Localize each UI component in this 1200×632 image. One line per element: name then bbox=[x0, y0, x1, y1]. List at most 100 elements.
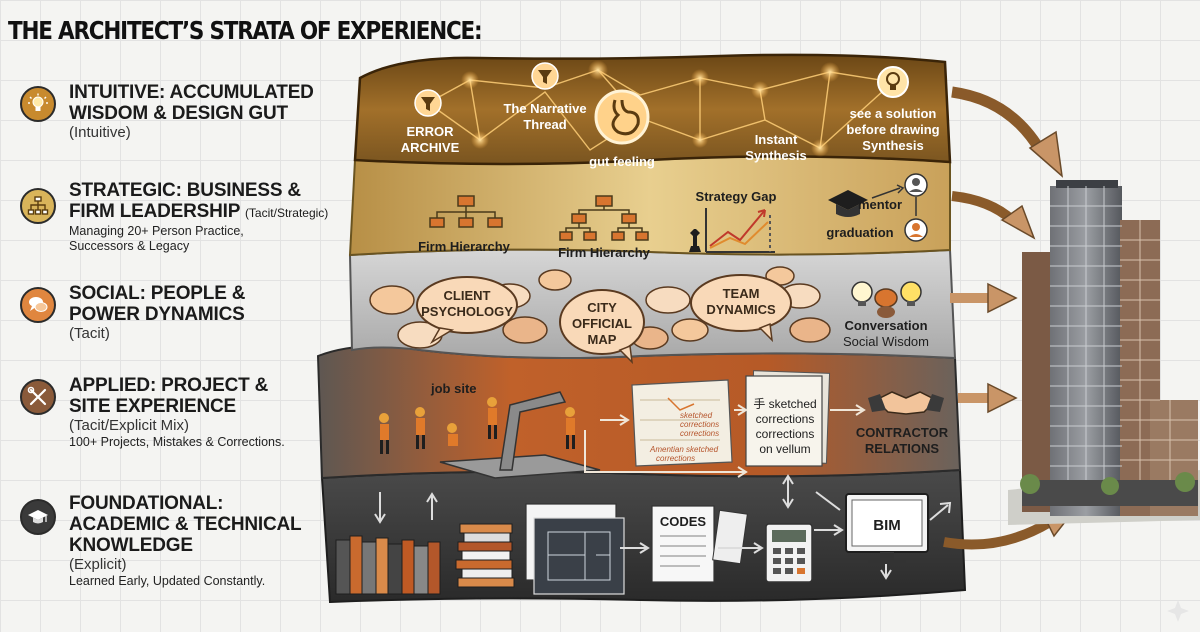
legend-desc: Successors & Legacy bbox=[69, 239, 190, 253]
foundation-flow-arrows bbox=[620, 491, 952, 554]
legend-heading-line: SOCIAL: PEOPLE & bbox=[69, 283, 246, 304]
legend-heading-line: APPLIED: PROJECT & bbox=[69, 375, 269, 396]
team-dynamics-label: TEAM bbox=[723, 286, 760, 301]
legend-heading-line: FOUNDATIONAL: bbox=[69, 493, 224, 514]
sparkle-icon bbox=[1167, 600, 1189, 622]
solution-label: Synthesis bbox=[862, 138, 923, 153]
conversation-label: Conversation bbox=[844, 318, 927, 333]
legend-heading-line: ACADEMIC & TECHNICAL bbox=[69, 514, 302, 535]
org-chart-icon bbox=[20, 188, 56, 224]
city-official-map-label: OFFICIAL bbox=[572, 316, 632, 331]
layer-intuitive bbox=[353, 53, 952, 166]
bim-label: BIM bbox=[873, 517, 901, 534]
org-chart-icon bbox=[559, 195, 649, 241]
book-stack-icon bbox=[455, 523, 515, 588]
firm-hierarchy-label: Firm Hierarchy bbox=[558, 245, 651, 260]
calculator-icon bbox=[765, 523, 813, 583]
legend-text-strategic: STRATEGIC: BUSINESS &FIRM LEADERSHIP (Ta… bbox=[69, 180, 379, 254]
speech-bubbles-icon bbox=[20, 287, 56, 323]
legend-type: (Tacit) bbox=[69, 325, 110, 342]
vellum-label: corrections bbox=[756, 427, 815, 441]
firm-hierarchy-label: Firm Hierarchy bbox=[418, 239, 511, 254]
bim-monitor-icon bbox=[845, 493, 929, 564]
gut-feeling-label: gut feeling bbox=[589, 154, 655, 169]
arrow-intuitive bbox=[951, 86, 1064, 178]
client-psychology-label: PSYCHOLOGY bbox=[421, 304, 513, 319]
job-site-label: job site bbox=[430, 381, 477, 396]
instant-synthesis-label: Instant bbox=[755, 132, 798, 147]
arrow-social bbox=[950, 282, 1018, 314]
legend-heading-line: FIRM LEADERSHIP bbox=[69, 201, 240, 222]
narrative-thread-label: The Narrative bbox=[503, 101, 586, 116]
vellum-sheet-icon bbox=[745, 370, 831, 467]
team-dynamics-label: DYNAMICS bbox=[706, 302, 776, 317]
funnel-icon bbox=[531, 62, 559, 90]
funnel-icon bbox=[414, 89, 442, 117]
tools-icon bbox=[20, 379, 56, 415]
sketch-note-text: corrections bbox=[656, 454, 695, 463]
applied-flow-arrows bbox=[584, 404, 866, 478]
mentor-icon bbox=[871, 173, 928, 242]
error-archive-label: ERROR bbox=[407, 124, 455, 139]
legend-heading-line: STRATEGIC: BUSINESS & bbox=[69, 180, 301, 201]
tower-building-illustration bbox=[1008, 180, 1200, 525]
handshake-icon bbox=[868, 391, 944, 415]
speech-bubble-team bbox=[690, 274, 792, 343]
intuitive-glow-nodes bbox=[461, 60, 840, 157]
contractor-relations-label: CONTRACTOR bbox=[856, 425, 949, 440]
legend-type: (Tacit/Explicit Mix) bbox=[69, 417, 190, 434]
idea-bulbs-icon bbox=[851, 281, 922, 318]
instant-synthesis-label: Synthesis bbox=[745, 148, 806, 163]
sketch-note-icon bbox=[631, 379, 733, 467]
street-trees bbox=[1020, 472, 1195, 495]
sketch-note-text: corrections bbox=[680, 429, 719, 438]
codes-document-icon bbox=[651, 505, 748, 583]
legend-type: (Explicit) bbox=[69, 556, 127, 573]
vellum-label: corrections bbox=[756, 412, 815, 426]
legend-tag: (Tacit/Strategic) bbox=[244, 206, 329, 220]
city-official-map-label: CITY bbox=[587, 300, 617, 315]
legend-heading-line: INTUITIVE: ACCUMULATED bbox=[69, 82, 314, 103]
workers-group bbox=[379, 397, 575, 454]
graduation-cap-icon bbox=[828, 190, 868, 217]
solution-label: before drawing bbox=[846, 122, 939, 137]
legend-desc: 100+ Projects, Mistakes & Corrections. bbox=[69, 435, 285, 449]
speech-bubble-client bbox=[416, 276, 518, 345]
contractor-relations-label: RELATIONS bbox=[865, 441, 939, 456]
strategy-chart-icon bbox=[705, 208, 775, 253]
legend-heading-line: WISDOM & DESIGN GUT bbox=[69, 103, 288, 124]
blueprint-icon bbox=[525, 503, 625, 595]
sketch-note-text: Amentian sketched bbox=[649, 445, 719, 454]
legend-heading: APPLIED: PROJECT &SITE EXPERIENCE bbox=[69, 375, 369, 417]
speech-bubble-city bbox=[559, 289, 645, 365]
page-title: THE ARCHITECT’S STRATA OF EXPERIENCE: bbox=[8, 16, 483, 45]
lightbulb-icon bbox=[20, 86, 56, 122]
legend-heading-line: POWER DYNAMICS bbox=[69, 304, 245, 325]
mentor-label: mentor bbox=[858, 197, 902, 212]
legend-heading: STRATEGIC: BUSINESS &FIRM LEADERSHIP (Ta… bbox=[69, 180, 379, 224]
legend-heading: SOCIAL: PEOPLE &POWER DYNAMICS bbox=[69, 283, 369, 325]
city-official-map-label: MAP bbox=[588, 332, 617, 347]
error-archive-label: ARCHIVE bbox=[401, 140, 460, 155]
social-wisdom-label: Social Wisdom bbox=[843, 334, 929, 349]
legend-desc: Learned Early, Updated Constantly. bbox=[69, 574, 266, 588]
legend-text-social: SOCIAL: PEOPLE &POWER DYNAMICS (Tacit) bbox=[69, 283, 369, 343]
legend-heading-line: SITE EXPERIENCE bbox=[69, 396, 236, 417]
legend-type: (Intuitive) bbox=[69, 124, 131, 141]
arrow-strategic bbox=[951, 191, 1036, 240]
legend-desc: Managing 20+ Person Practice, bbox=[69, 224, 244, 238]
legend-text-applied: APPLIED: PROJECT &SITE EXPERIENCE (Tacit… bbox=[69, 375, 369, 450]
org-chart-icon bbox=[429, 195, 503, 228]
sketch-note-text: sketched bbox=[680, 411, 713, 420]
narrative-thread-label: Thread bbox=[523, 117, 566, 132]
strategy-gap-label: Strategy Gap bbox=[696, 189, 777, 204]
vellum-label: 手 sketched bbox=[753, 397, 816, 411]
books-icon bbox=[335, 535, 441, 595]
legend-heading-line: KNOWLEDGE bbox=[69, 535, 193, 556]
chess-king-icon bbox=[689, 229, 701, 252]
client-psychology-label: CLIENT bbox=[444, 288, 491, 303]
